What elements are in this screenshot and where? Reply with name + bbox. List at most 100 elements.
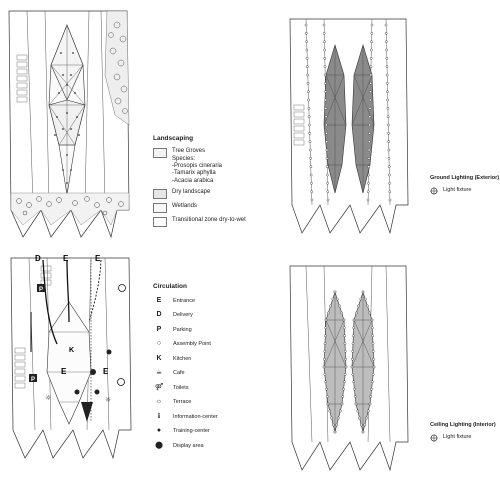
light-fixture-icon [336, 297, 339, 301]
light-fixture-icon [370, 40, 373, 44]
light-fixture-icon [325, 123, 328, 127]
terrace-icon: ☼ [45, 394, 51, 402]
light-fixture-icon [371, 380, 374, 384]
light-fixture-icon [344, 350, 347, 353]
light-fixture-icon [305, 57, 309, 60]
light-fixture-icon [325, 395, 329, 398]
light-fixture-icon [351, 357, 354, 361]
light-fixture-icon [370, 31, 374, 35]
legend-item: E Entrance [153, 294, 263, 309]
light-fixture-icon [430, 433, 438, 442]
light-fixture-icon [367, 156, 371, 160]
legend-item: ○Assembly Point [153, 337, 263, 352]
map-label-entrance: E [61, 367, 67, 376]
light-fixture-icon [386, 115, 390, 118]
info-center-icon [90, 369, 96, 375]
terrace-icon: ☼ [155, 398, 163, 406]
light-fixture-icon [351, 342, 355, 345]
parking-symbol: P [156, 325, 162, 333]
light-fixture-icon [327, 311, 330, 315]
transitional-label: Transitional zone dry-to-wet [172, 216, 246, 223]
legend-tree-groves: Tree Groves Species: -Prosopis cineraria… [153, 147, 273, 185]
ground-light-fixture-row: Light fixture [430, 186, 500, 195]
light-fixture-icon [387, 123, 390, 127]
light-fixture-icon [308, 123, 311, 127]
ceiling-light-fixture-row: Light fixture [430, 433, 500, 442]
light-fixture-icon [339, 409, 342, 413]
light-fixture-icon [323, 73, 327, 77]
light-fixture-icon [386, 82, 389, 85]
light-fixture-icon [353, 395, 357, 398]
light-fixture-icon [385, 57, 389, 60]
ceiling-lighting-plan [280, 262, 420, 480]
species-title: Species: [172, 155, 196, 162]
light-fixture-icon [386, 107, 390, 110]
ceiling-lighting-legend: Ceiling Lighting (Interior) Light fixtur… [430, 422, 500, 442]
legend-dry: Dry landscape [153, 188, 273, 199]
light-fixture-icon [324, 90, 327, 93]
light-fixture-icon [323, 40, 326, 44]
light-fixture-icon [325, 165, 329, 168]
light-fixture-icon [333, 430, 337, 434]
toilets-icon [106, 349, 112, 355]
light-fixture-icon [355, 311, 358, 315]
light-fixture-icon [367, 181, 370, 185]
light-fixture-icon [324, 326, 328, 330]
light-fixture-icon [387, 156, 391, 160]
landscaping-legend: Landscaping Tree Groves Species: -Prosop… [153, 135, 273, 231]
light-fixture-icon [366, 198, 370, 202]
light-fixture-icon [340, 402, 344, 406]
light-fixture-icon [326, 198, 330, 202]
species-item: -Prosopis cineraria [172, 163, 223, 170]
ground-light-fixture-label: Light fixture [443, 187, 472, 194]
light-fixture-icon [371, 334, 374, 337]
dry-swatch [153, 188, 167, 199]
light-fixture-icon [310, 181, 313, 185]
light-fixture-icon [352, 334, 355, 337]
light-fixture-icon [385, 40, 388, 44]
legend-item: ⬤Display area [153, 439, 263, 454]
light-fixture-icon [332, 423, 335, 427]
light-fixture-icon [325, 148, 329, 152]
landscaping-title: Landscaping [153, 135, 194, 142]
light-fixture-icon [323, 373, 327, 376]
legend-transitional: Transitional zone dry-to-wet [153, 216, 273, 227]
assembly-point-icon [118, 284, 126, 292]
light-fixture-icon [326, 173, 329, 177]
light-fixture-icon [307, 115, 311, 118]
light-fixture-icon [310, 190, 314, 193]
light-fixture-icon [372, 350, 375, 353]
entrance-symbol: E [156, 296, 162, 304]
light-fixture-icon [356, 409, 360, 413]
legend-item: ⚤Toilets [153, 381, 263, 396]
terrace-icon: ☼ [105, 396, 111, 404]
dry-label: Dry landscape [172, 188, 211, 195]
legend-item: ●Training-center [153, 424, 263, 439]
map-label-entrance: E [63, 254, 69, 263]
map-label-parking: P [39, 287, 43, 293]
light-fixture-icon [370, 23, 374, 27]
light-fixture-icon [388, 173, 391, 177]
light-fixture-icon [342, 387, 345, 391]
legend-item-label: Delivery [173, 312, 193, 319]
light-fixture-icon [322, 31, 326, 35]
light-fixture-icon [326, 181, 329, 185]
light-fixture-icon [367, 148, 371, 152]
landscaping-plan [5, 5, 135, 245]
info-center-icon: ℹ [157, 412, 161, 420]
light-fixture-icon [323, 65, 327, 69]
training-center-icon [74, 389, 80, 395]
light-fixture-icon [385, 48, 388, 52]
light-fixture-icon [365, 416, 368, 420]
light-fixture-icon [368, 115, 372, 118]
light-fixture-icon [361, 290, 365, 294]
light-fixture-icon [310, 198, 314, 202]
light-fixture-icon [350, 365, 354, 369]
light-fixture-icon [367, 409, 370, 413]
light-fixture-icon [369, 395, 373, 398]
light-fixture-icon [333, 290, 337, 294]
light-fixture-icon [360, 423, 363, 427]
legend-item-label: Entrance [173, 297, 196, 304]
